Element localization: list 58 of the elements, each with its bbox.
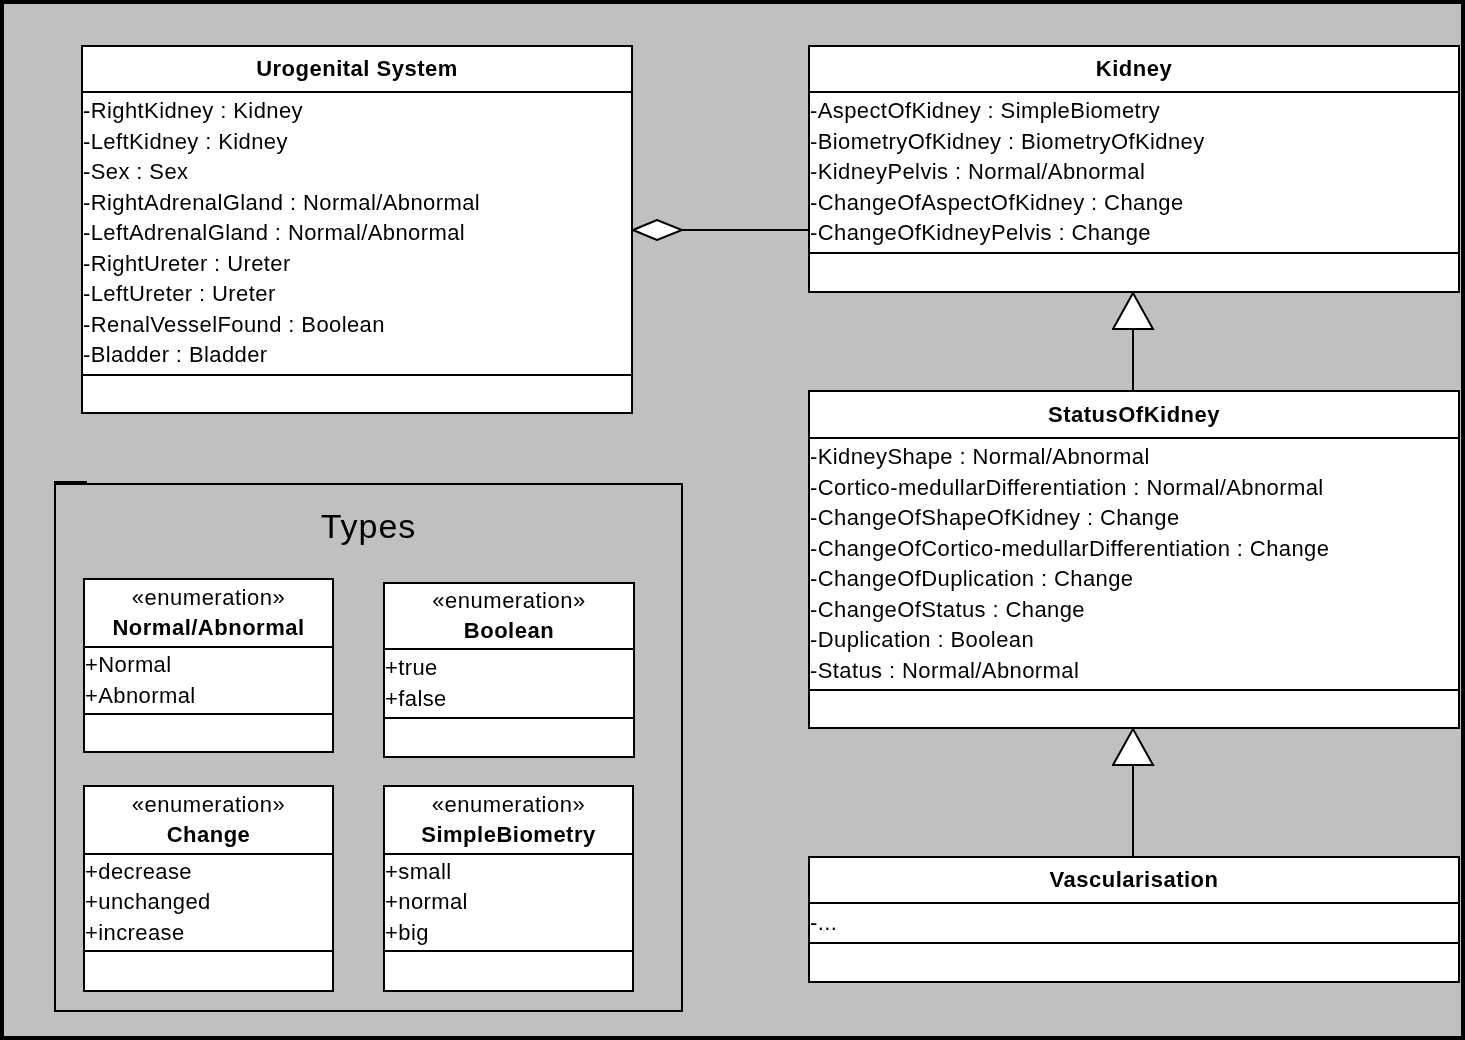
enumeration-literal: +big <box>385 918 429 947</box>
attribute-text: -ChangeOfStatus : Change <box>810 595 1085 624</box>
enumeration-literal: +increase <box>85 918 185 947</box>
attribute-text: -KidneyPelvis : Normal/Abnormal <box>810 158 1146 187</box>
enumeration-name: Change <box>166 821 251 849</box>
enumeration-box <box>383 582 635 758</box>
enumeration-box <box>83 785 334 992</box>
attribute-text: -RightAdrenalGland : Normal/Abnormal <box>83 188 481 217</box>
attribute-text: -LeftUreter : Ureter <box>83 280 276 309</box>
class-name: Vascularisation <box>1049 866 1219 894</box>
class-box <box>808 45 1460 293</box>
generalization-arrow <box>1112 728 1154 857</box>
class-name: Kidney <box>1095 55 1173 83</box>
attribute-text: -KidneyShape : Normal/Abnormal <box>810 443 1150 471</box>
attribute-text: -ChangeOfShapeOfKidney : Change <box>810 504 1180 532</box>
package-frame <box>54 483 683 1012</box>
attribute-text: -Status : Normal/Abnormal <box>810 656 1080 685</box>
attribute-text: -RightUreter : Ureter <box>83 249 291 278</box>
attribute-text: -LeftAdrenalGland : Normal/Abnormal <box>83 219 466 248</box>
attribute-text: -Sex : Sex <box>83 158 189 187</box>
attribute-text: -ChangeOfAspectOfKidney : Change <box>810 188 1184 217</box>
aggregation-connector <box>632 219 809 241</box>
class-name: StatusOfKidney <box>1048 400 1220 429</box>
class-name: Urogenital System <box>256 55 458 83</box>
attribute-text: -Duplication : Boolean <box>810 626 1035 654</box>
attribute-text: -ChangeOfCortico-medullarDifferentiation : Change <box>810 534 1330 563</box>
attribute-text: -AspectOfKidney : SimpleBiometry <box>810 97 1161 126</box>
enumeration-literal: +true <box>385 654 438 682</box>
enumeration-literal: +decrease <box>85 857 192 886</box>
stereotype-label: «enumeration» <box>131 584 286 612</box>
class-box <box>808 856 1460 983</box>
stereotype-label: «enumeration» <box>432 587 586 615</box>
attribute-text: -Cortico-medullarDifferentiation : Normal/Abnormal <box>810 473 1324 502</box>
attribute-text: -ChangeOfKidneyPelvis : Change <box>810 219 1151 248</box>
enumeration-box <box>383 785 634 992</box>
attribute-text: -ChangeOfDuplication : Change <box>810 565 1134 593</box>
attribute-text: -LeftKidney : Kidney <box>83 127 288 156</box>
enumeration-box <box>83 578 334 753</box>
enumeration-literal: +unchanged <box>85 888 211 917</box>
enumeration-name: Boolean <box>463 617 555 645</box>
attribute-text: -... <box>810 908 838 937</box>
stereotype-label: «enumeration» <box>431 791 586 819</box>
enumeration-literal: +small <box>385 857 452 886</box>
attribute-text: -Bladder : Bladder <box>83 341 268 370</box>
enumeration-name: SimpleBiometry <box>421 821 596 849</box>
package-title: Types <box>319 507 418 546</box>
generalization-arrow <box>1112 292 1154 391</box>
enumeration-literal: +normal <box>385 888 468 917</box>
enumeration-literal: +Abnormal <box>85 681 196 710</box>
stereotype-label: «enumeration» <box>131 791 286 819</box>
enumeration-literal: +false <box>385 684 447 713</box>
enumeration-name: Normal/Abnormal <box>112 614 305 642</box>
class-box <box>81 45 633 414</box>
enumeration-literal: +Normal <box>85 651 172 679</box>
attribute-text: -RightKidney : Kidney <box>83 97 303 126</box>
attribute-text: -RenalVesselFound : Boolean <box>83 310 385 339</box>
class-box <box>808 390 1460 729</box>
attribute-text: -BiometryOfKidney : BiometryOfKidney <box>810 127 1205 156</box>
